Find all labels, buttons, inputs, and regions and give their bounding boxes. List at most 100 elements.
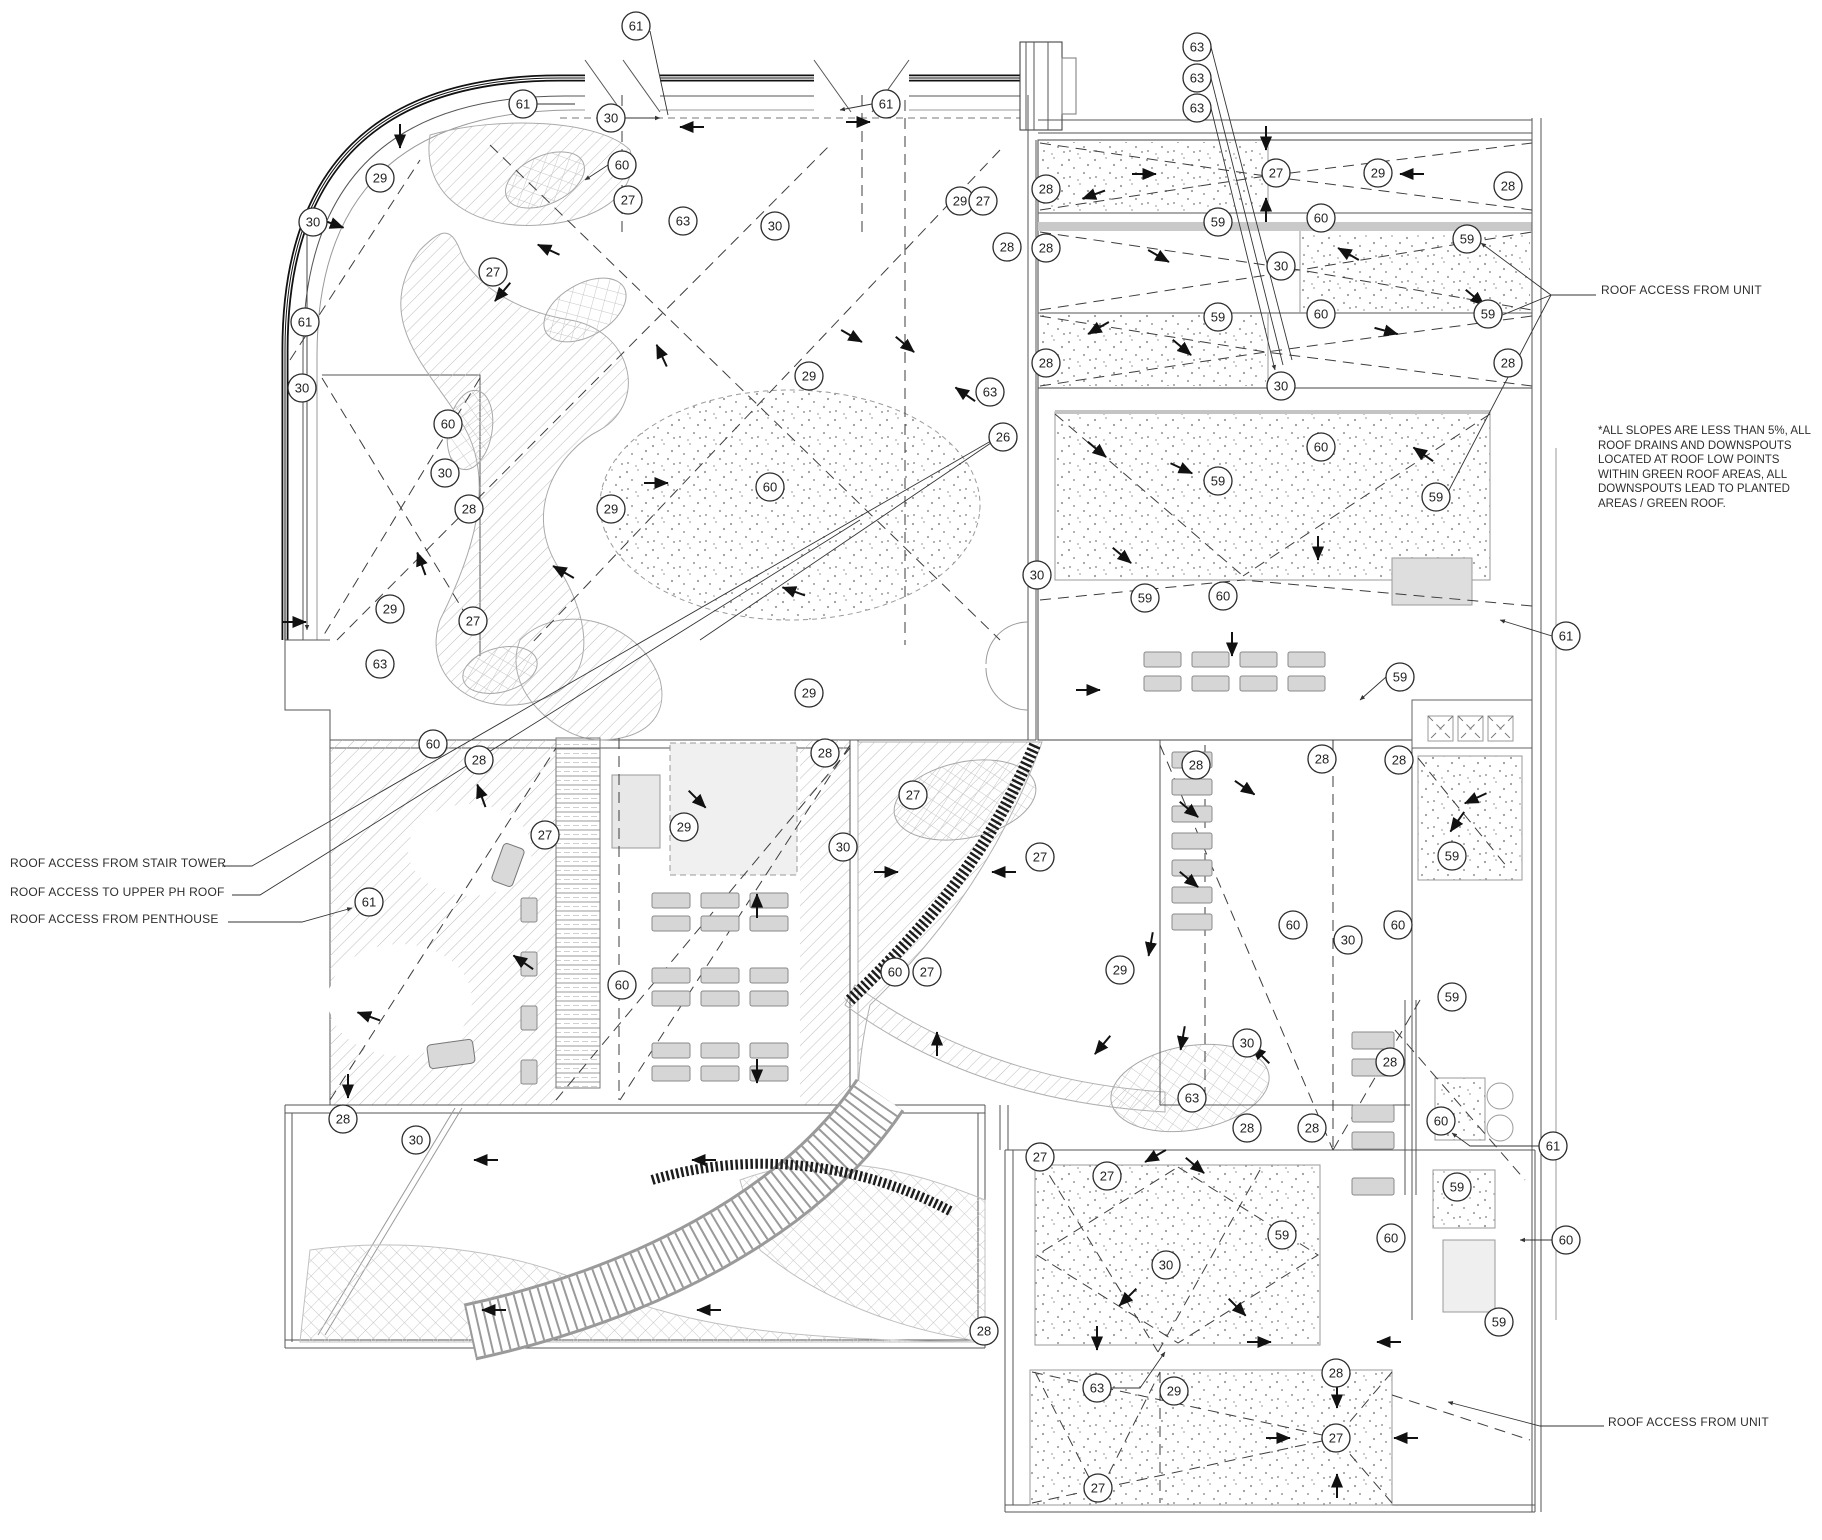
keynote-bubble-30: 30	[287, 373, 317, 403]
drain-arrow	[537, 243, 560, 256]
svg-text:59: 59	[1450, 1180, 1464, 1195]
keynote-bubble-59: 59	[1385, 662, 1415, 692]
svg-text:27: 27	[906, 788, 920, 803]
svg-text:60: 60	[888, 965, 902, 980]
svg-text:63: 63	[983, 385, 997, 400]
keynote-bubble-59: 59	[1484, 1307, 1514, 1337]
svg-text:28: 28	[1392, 753, 1406, 768]
drain-arrow	[494, 282, 512, 302]
svg-text:59: 59	[1492, 1315, 1506, 1330]
drain-arrow	[1179, 800, 1199, 818]
keynote-bubble-27: 27	[1092, 1161, 1122, 1191]
svg-text:59: 59	[1445, 849, 1459, 864]
drain-arrow	[1112, 546, 1132, 564]
keynote-bubble-59: 59	[1421, 482, 1451, 512]
svg-text:29: 29	[383, 602, 397, 617]
keynote-bubble-59: 59	[1203, 466, 1233, 496]
svg-text:29: 29	[953, 194, 967, 209]
svg-text:30: 30	[604, 111, 618, 126]
keynote-bubble-28: 28	[1493, 171, 1523, 201]
keynote-bubble-29: 29	[1363, 158, 1393, 188]
drain-arrow	[416, 551, 428, 576]
keynote-bubble-63: 63	[1182, 32, 1212, 62]
keynote-bubble-60: 60	[1426, 1106, 1456, 1136]
equipment-panel	[700, 967, 740, 984]
keynote-bubble-60: 60	[1306, 203, 1336, 233]
drain-arrow	[1449, 811, 1465, 833]
keynote-bubble-30: 30	[430, 458, 460, 488]
svg-text:29: 29	[1113, 963, 1127, 978]
drain-arrow	[1081, 188, 1106, 200]
svg-text:27: 27	[486, 265, 500, 280]
svg-text:27: 27	[1091, 1481, 1105, 1496]
svg-text:27: 27	[621, 193, 635, 208]
equipment-panel	[1239, 675, 1278, 692]
svg-text:28: 28	[1000, 240, 1014, 255]
svg-text:61: 61	[516, 97, 530, 112]
drain-arrow	[1464, 792, 1487, 805]
equipment-panel	[1171, 805, 1213, 823]
svg-text:61: 61	[362, 895, 376, 910]
svg-text:60: 60	[1314, 211, 1328, 226]
svg-text:28: 28	[1501, 356, 1515, 371]
svg-text:27: 27	[466, 614, 480, 629]
keynote-bubble-30: 30	[1232, 1028, 1262, 1058]
keynote-bubble-59: 59	[1437, 841, 1467, 871]
keynote-bubble-27: 27	[912, 957, 942, 987]
keynote-bubble-28: 28	[464, 745, 494, 775]
equipment-panel	[1351, 1031, 1395, 1050]
keynote-bubble-63: 63	[365, 649, 395, 679]
svg-text:60: 60	[1314, 307, 1328, 322]
svg-text:27: 27	[538, 828, 552, 843]
general-note: *ALL SLOPES ARE LESS THAN 5%, ALL ROOF D…	[1598, 425, 1811, 510]
svg-text:26: 26	[996, 430, 1010, 445]
keynote-bubble-60: 60	[1208, 581, 1238, 611]
leader-lines	[222, 30, 1604, 1427]
drain-arrow	[1144, 932, 1157, 957]
svg-text:28: 28	[1189, 758, 1203, 773]
equipment-panel	[749, 967, 789, 984]
keynote-bubble-60: 60	[1383, 910, 1413, 940]
roof-access-from-unit-top-label: ROOF ACCESS FROM UNIT	[1601, 283, 1762, 297]
keynote-bubble-29: 29	[1105, 955, 1135, 985]
drain-arrow	[1170, 462, 1193, 475]
keynote-bubble-27: 27	[458, 606, 488, 636]
svg-text:63: 63	[1190, 40, 1204, 55]
keynote-bubble-59: 59	[1203, 302, 1233, 332]
svg-text:29: 29	[1167, 1384, 1181, 1399]
svg-text:60: 60	[441, 417, 455, 432]
svg-text:59: 59	[1429, 490, 1443, 505]
keynote-bubble-28: 28	[810, 738, 840, 768]
svg-text:30: 30	[1274, 259, 1288, 274]
keynote-bubble-29: 29	[596, 494, 626, 524]
drain-arrow	[1227, 1297, 1247, 1317]
keynote-bubble-28: 28	[1321, 1358, 1351, 1388]
keynote-bubble-61: 61	[290, 307, 320, 337]
keynote-bubble-60: 60	[1306, 299, 1336, 329]
equipment-panel	[700, 892, 740, 909]
keynote-bubble-28: 28	[454, 494, 484, 524]
keynote-bubble-63: 63	[1082, 1373, 1112, 1403]
keynote-bubble-29: 29	[375, 594, 405, 624]
svg-text:28: 28	[1501, 179, 1515, 194]
keynote-bubble-61: 61	[1551, 621, 1581, 651]
keynote-bubble-63: 63	[1182, 63, 1212, 93]
keynote-bubble-30: 30	[1333, 925, 1363, 955]
svg-text:29: 29	[604, 502, 618, 517]
keynote-bubble-30: 30	[1022, 560, 1052, 590]
svg-text:59: 59	[1211, 310, 1225, 325]
drain-arrow	[954, 386, 976, 402]
svg-text:60: 60	[1391, 918, 1405, 933]
keynote-bubble-27: 27	[898, 780, 928, 810]
keynote-bubble-30: 30	[298, 207, 328, 237]
drain-arrow	[1234, 780, 1256, 796]
svg-text:60: 60	[1216, 589, 1230, 604]
keynote-bubble-60: 60	[1306, 432, 1336, 462]
keynote-bubble-60: 60	[1278, 910, 1308, 940]
svg-text:60: 60	[1559, 1233, 1573, 1248]
svg-text:59: 59	[1460, 232, 1474, 247]
equipment-panel	[1171, 886, 1213, 904]
svg-text:60: 60	[1434, 1114, 1448, 1129]
drain-arrow	[840, 329, 863, 343]
